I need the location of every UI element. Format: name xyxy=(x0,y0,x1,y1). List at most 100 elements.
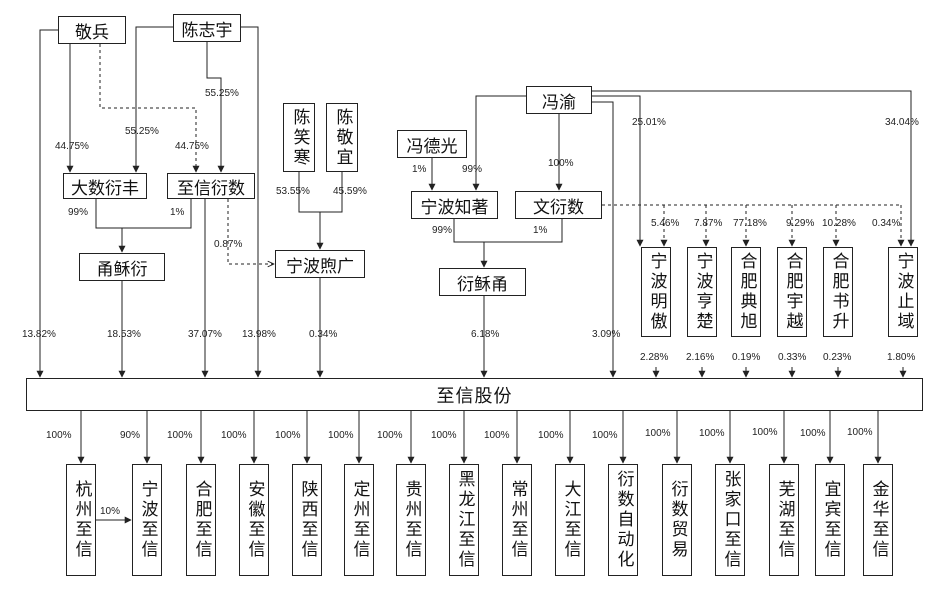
line-zhixin-yanshu-xuguang xyxy=(227,199,274,264)
shareholder-jing-bing: 敬兵 xyxy=(58,16,126,44)
subsidiary-hefei-zhixin: 合肥至信 xyxy=(186,464,216,576)
subsidiary-yanshu-trading: 衍数贸易 xyxy=(662,464,692,576)
line-chenzhiyu-company xyxy=(241,26,262,378)
subsidiary-zhangjiakou-zhixin: 张家口至信 xyxy=(715,464,745,576)
pct-dashu-yongsuyan: 99% xyxy=(68,207,89,218)
pct-wenyanshu-dianxu: 77.18% xyxy=(733,218,767,229)
entity-dashu-yanfeng: 大数衍丰 xyxy=(63,173,147,199)
subsidiary-wuhu-zhixin: 芜湖至信 xyxy=(769,464,799,576)
pct-wenyanshu-hengchu: 7.87% xyxy=(694,218,723,229)
pct-jingbing-dashu: 44.75% xyxy=(55,141,89,152)
pct-fengyu-company: 3.09% xyxy=(592,329,621,340)
pct-dianxu-company: 0.19% xyxy=(732,352,761,363)
pct-sub-hefei: 100% xyxy=(167,430,193,441)
entity-ningbo-xuguang: 宁波煦广 xyxy=(275,250,365,278)
pct-mingao-company: 2.28% xyxy=(640,352,669,363)
shareholder-chen-jingyi: 陈敬宜 xyxy=(326,103,358,172)
line-fengyu-zhiyu xyxy=(592,90,915,247)
entity-wenyanshu: 文衍数 xyxy=(515,191,602,219)
pct-chenxiaohan-xuguang: 53.55% xyxy=(276,186,310,197)
pct-chenjingyi-xuguang: 45.59% xyxy=(333,186,367,197)
pct-sub-dajiang: 100% xyxy=(538,430,564,441)
entity-ningbo-zhizhu: 宁波知著 xyxy=(411,191,498,219)
line-chenzhiyu-dashu xyxy=(132,26,173,173)
subsidiary-changzhou-zhixin: 常州至信 xyxy=(502,464,532,576)
shareholder-feng-deguang: 冯德光 xyxy=(397,130,467,158)
pct-yongsuyan-company: 18.53% xyxy=(107,329,141,340)
pct-sub-ningbo: 90% xyxy=(120,430,141,441)
subsidiary-jinhua-zhixin: 金华至信 xyxy=(863,464,893,576)
subsidiary-yibin-zhixin: 宜宾至信 xyxy=(815,464,845,576)
pct-sub-wuhu: 100% xyxy=(752,427,778,438)
pct-sub-zhangjiakou: 100% xyxy=(699,428,725,439)
pct-fengyu-mingao: 25.01% xyxy=(632,117,666,128)
line-jingbing-company xyxy=(36,29,58,378)
pct-yansuyong-company: 6.18% xyxy=(471,329,500,340)
pct-shusheng-company: 0.23% xyxy=(823,352,852,363)
partnership-ningbo-zhiyu: 宁波止域 xyxy=(888,247,918,337)
pct-sub-shaanxi: 100% xyxy=(275,430,301,441)
pct-sub-yanshu-trading: 100% xyxy=(645,428,671,439)
company-zhixin-gufen: 至信股份 xyxy=(26,378,923,411)
subsidiary-shaanxi-zhixin: 陕西至信 xyxy=(292,464,322,576)
subsidiary-dajiang-zhixin: 大江至信 xyxy=(555,464,585,576)
pct-wenyanshu-mingao: 5.46% xyxy=(651,218,680,229)
pct-sub-yanshu-automation: 100% xyxy=(592,430,618,441)
partnership-hefei-yuyue: 合肥宇越 xyxy=(777,247,807,337)
pct-chenzhiyu-zhixin-yanshu: 55.25% xyxy=(205,88,239,99)
pct-wenyanshu-yuyue: 9.29% xyxy=(786,218,815,229)
entity-zhixin-yanshu: 至信衍数 xyxy=(167,173,255,199)
pct-fengyu-zhiyu: 34.04% xyxy=(885,117,919,128)
pct-yuyue-company: 0.33% xyxy=(778,352,807,363)
pct-sub-anhui: 100% xyxy=(221,430,247,441)
shareholder-chen-zhiyu: 陈志宇 xyxy=(173,14,241,42)
partnership-ningbo-hengchu: 宁波亨楚 xyxy=(687,247,717,337)
shareholder-chen-xiaohan: 陈笑寒 xyxy=(283,103,315,172)
pct-hangzhou-ningbo: 10% xyxy=(100,506,121,517)
pct-sub-yibin: 100% xyxy=(800,428,826,439)
pct-sub-jinhua: 100% xyxy=(847,427,873,438)
pct-sub-changzhou: 100% xyxy=(484,430,510,441)
pct-zhixin-yanshu-company: 37.07% xyxy=(188,329,222,340)
subsidiary-yanshu-automation: 衍数自动化 xyxy=(608,464,638,576)
pct-sub-heilongjiang: 100% xyxy=(431,430,457,441)
pct-jingbing-zhixin-yanshu: 44.75% xyxy=(175,141,209,152)
line-zhizhu-wenyanshu-merge xyxy=(453,219,563,243)
pct-sub-dingzhou: 100% xyxy=(328,430,354,441)
pct-xuguang-company: 0.34% xyxy=(309,329,338,340)
line-dashu-zhixin-merge xyxy=(95,199,192,229)
pct-wenyanshu-zhiyu: 0.34% xyxy=(872,218,901,229)
line-fengyu-mingao xyxy=(592,95,644,247)
pct-fengyu-zhizhu: 99% xyxy=(462,164,483,175)
subsidiary-hangzhou-zhixin: 杭州至信 xyxy=(66,464,96,576)
pct-sub-hangzhou: 100% xyxy=(46,430,72,441)
partnership-ningbo-mingao: 宁波明傲 xyxy=(641,247,671,337)
pct-jingbing-company: 13.82% xyxy=(22,329,56,340)
pct-zhizhu-yansuyong: 99% xyxy=(432,225,453,236)
subsidiary-guizhou-zhixin: 贵州至信 xyxy=(396,464,426,576)
line-chenzhiyu-zhixin-yanshu xyxy=(206,42,225,173)
pct-hengchu-company: 2.16% xyxy=(686,352,715,363)
pct-fengdeguang-zhizhu: 1% xyxy=(412,164,427,175)
pct-wenyanshu-shusheng: 10.28% xyxy=(822,218,856,229)
partnership-hefei-shusheng: 合肥书升 xyxy=(823,247,853,337)
partnership-hefei-dianxu: 合肥典旭 xyxy=(731,247,761,337)
pct-zhiyu-company: 1.80% xyxy=(887,352,916,363)
shareholder-feng-yu: 冯渝 xyxy=(526,86,592,114)
entity-yongsuyan: 甬稣衍 xyxy=(79,253,165,281)
line-jingbing-zhixin-yanshu xyxy=(99,44,200,173)
pct-zhixin-yanshu-yongsuyan: 1% xyxy=(170,207,185,218)
pct-chenzhiyu-company: 13.98% xyxy=(242,329,276,340)
pct-zhixin-yanshu-xuguang: 0.87% xyxy=(214,239,243,250)
line-fengyu-company xyxy=(592,101,617,378)
pct-fengyu-wenyanshu: 100% xyxy=(548,158,574,169)
subsidiary-anhui-zhixin: 安徽至信 xyxy=(239,464,269,576)
subsidiary-ningbo-zhixin: 宁波至信 xyxy=(132,464,162,576)
line-fengyu-zhizhu xyxy=(472,95,526,191)
subsidiary-dingzhou-zhixin: 定州至信 xyxy=(344,464,374,576)
pct-wenyanshu-yansuyong: 1% xyxy=(533,225,548,236)
pct-sub-guizhou: 100% xyxy=(377,430,403,441)
entity-yansuyong: 衍稣甬 xyxy=(439,268,526,296)
